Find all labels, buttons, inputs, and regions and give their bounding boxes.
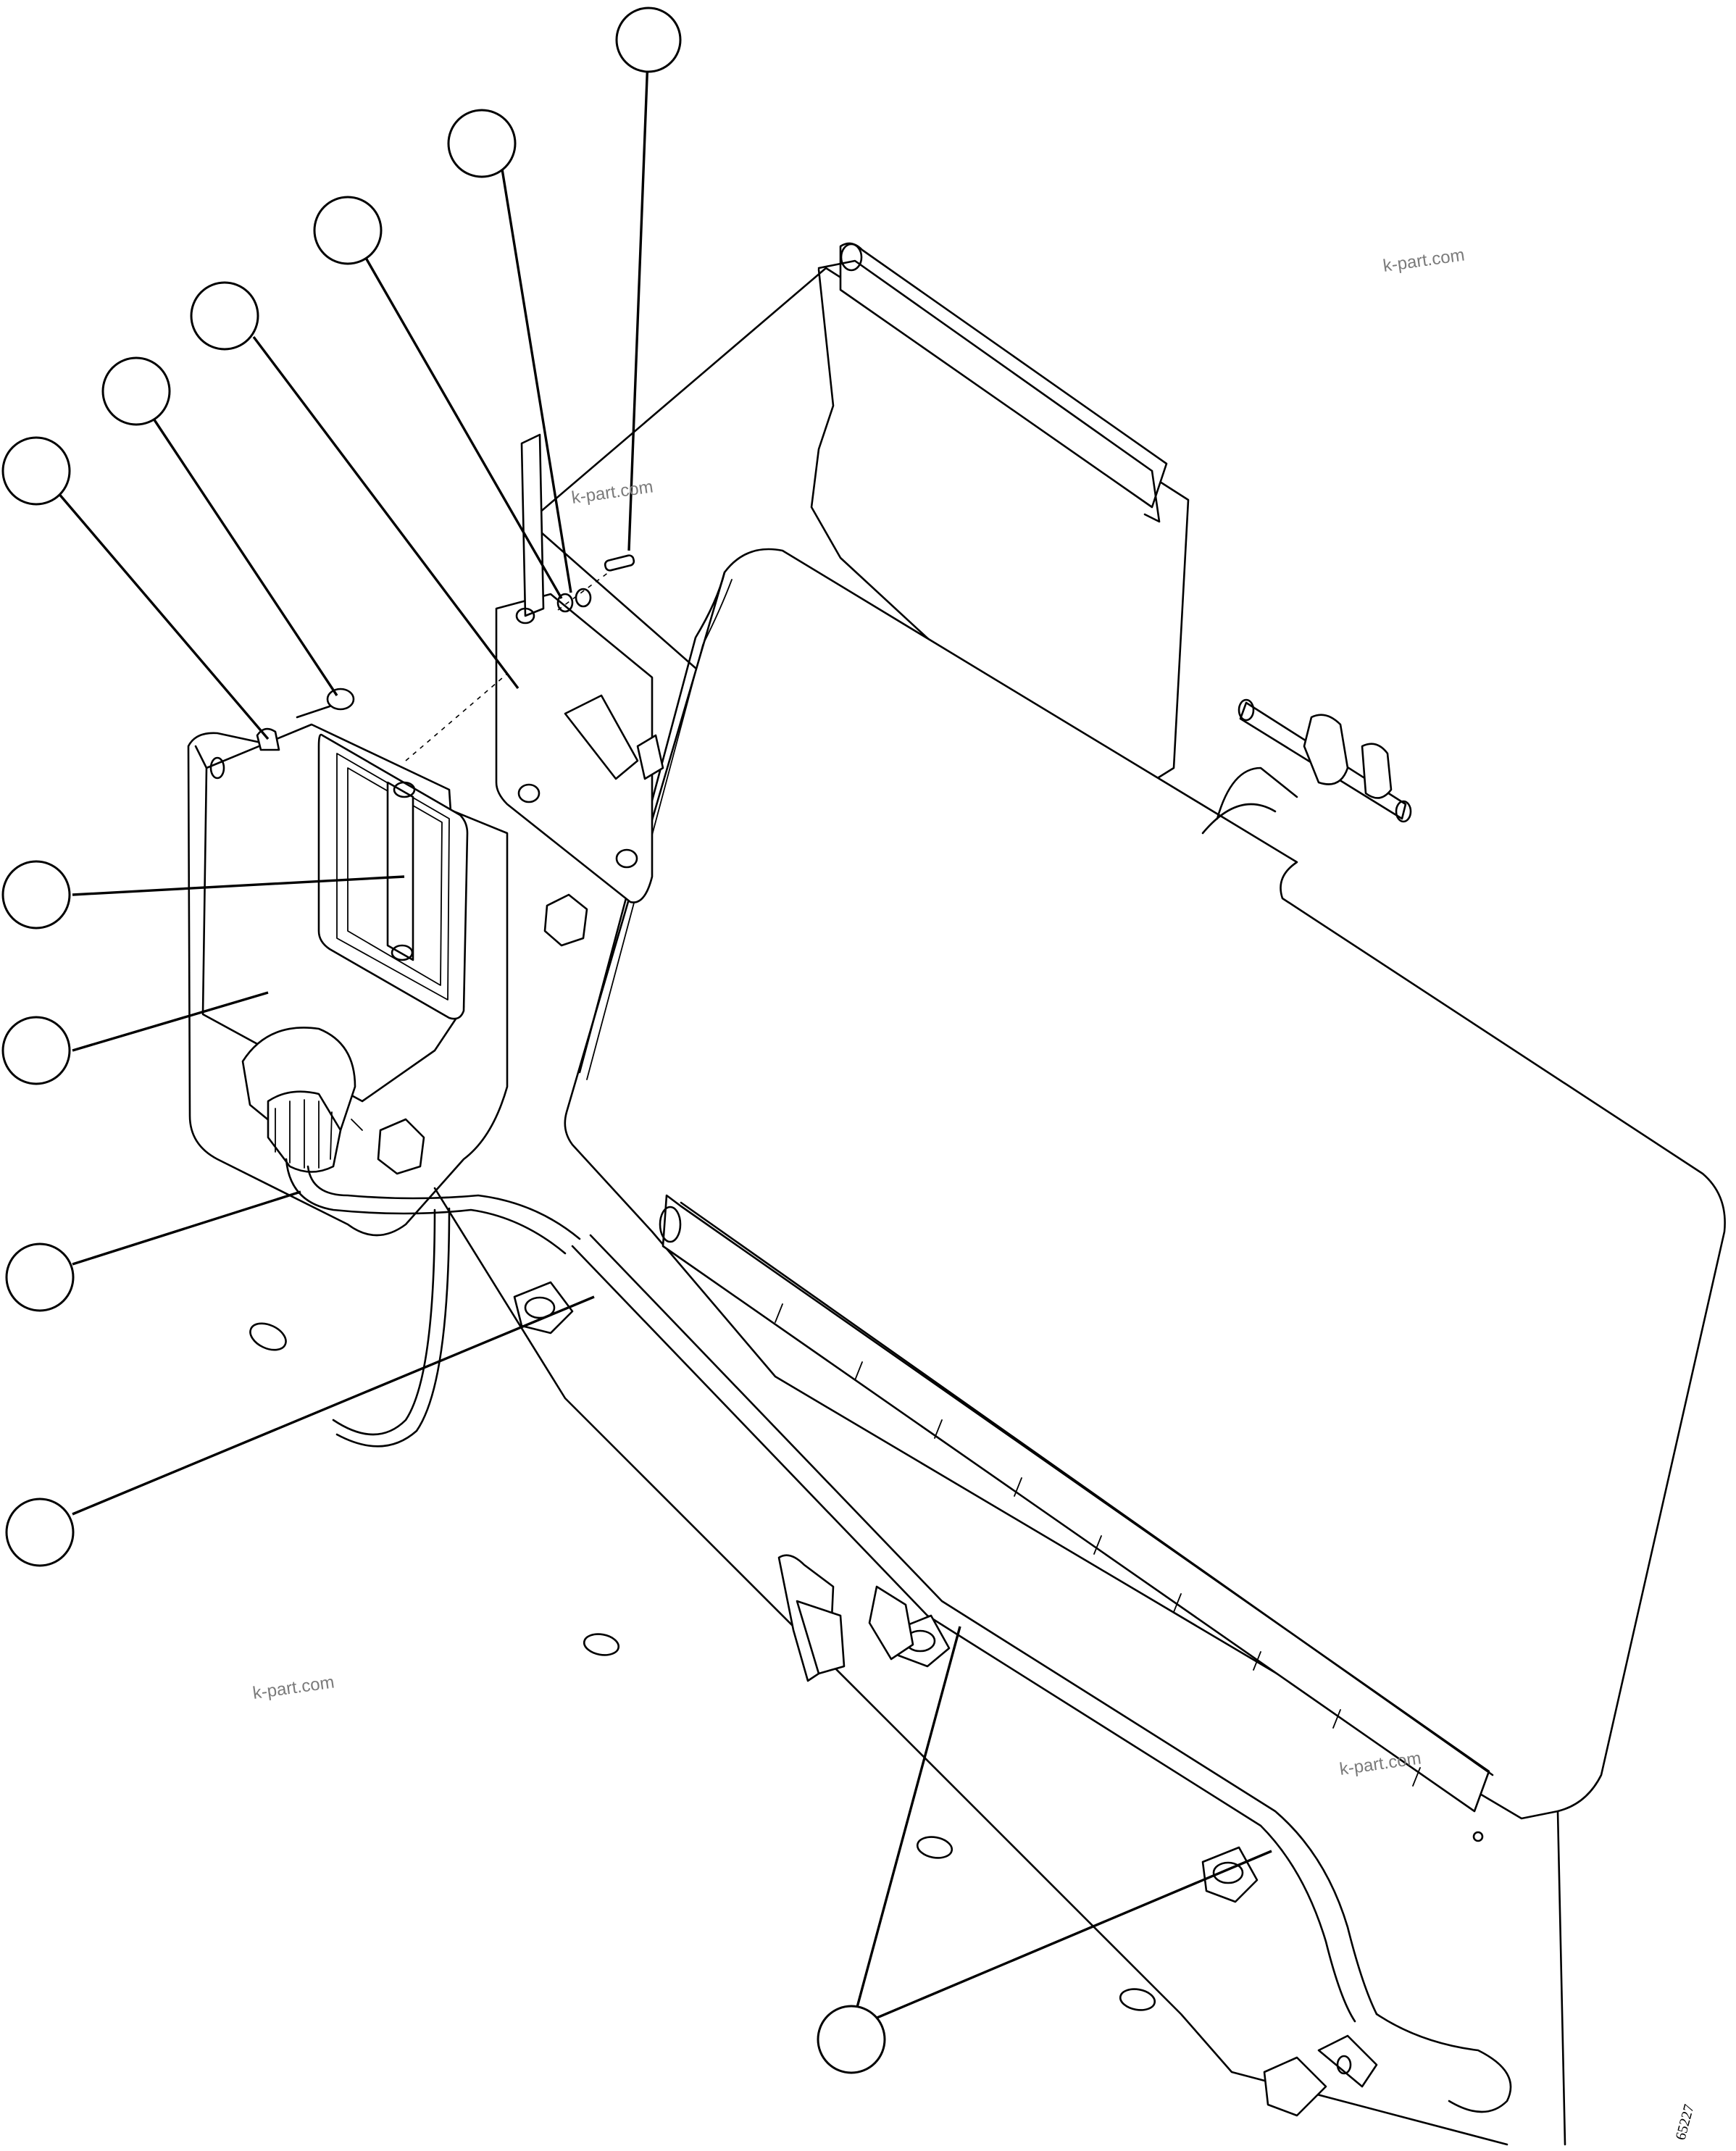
callout-c5 — [101, 356, 171, 426]
cable-gland — [241, 1027, 363, 1173]
callout-c1 — [615, 7, 682, 73]
callout-leaders — [57, 39, 1272, 2030]
top-flange — [817, 242, 1168, 523]
callout-c9 — [5, 1242, 75, 1312]
callouts — [1, 7, 886, 2074]
main-panel — [564, 548, 1726, 1820]
bracket-plate — [495, 433, 664, 903]
callout-c11 — [817, 2005, 886, 2074]
terminal-plug — [1263, 2013, 1512, 2117]
callout-c10 — [5, 1498, 75, 1567]
latch — [777, 1554, 914, 1682]
watermark: k-part.com — [1338, 1748, 1422, 1779]
callout-c4 — [190, 281, 259, 351]
figure-number: 65227 — [1673, 2102, 1698, 2142]
callout-c3 — [313, 196, 383, 265]
cable-harness — [285, 1158, 1378, 2023]
clamp-assembly — [1201, 698, 1412, 835]
callout-c8 — [1, 1016, 71, 1085]
callout-c7 — [1, 860, 71, 930]
panel-nuts — [377, 893, 588, 1175]
watermark: k-part.com — [251, 1672, 335, 1703]
hardware-stack — [405, 554, 635, 761]
watermark: k-part.com — [1382, 245, 1466, 276]
piano-hinge — [659, 1194, 1494, 1813]
callout-c2 — [447, 109, 517, 178]
callout-c6 — [1, 436, 71, 506]
